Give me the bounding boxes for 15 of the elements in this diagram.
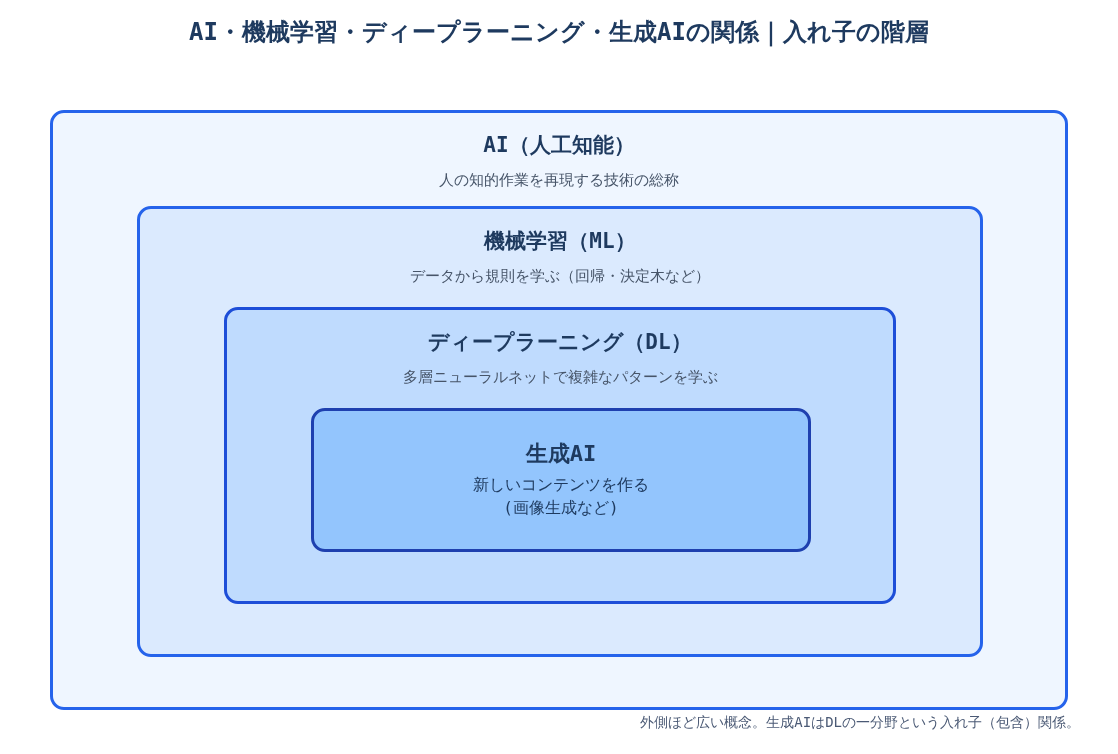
box-description: (画像生成など) — [503, 498, 619, 519]
box-description: 人の知的作業を再現する技術の総称 — [438, 171, 680, 190]
box-description: 新しいコンテンツを作る — [473, 475, 649, 496]
diagram-title: AI・機械学習・ディープラーニング・生成AIの関係｜入れ子の階層 — [188, 17, 930, 48]
box-heading: ディープラーニング（DL） — [427, 329, 693, 356]
nested-box — [224, 307, 896, 604]
box-heading: 機械学習（ML） — [482, 228, 637, 255]
box-heading: 生成AI — [525, 440, 597, 468]
caption: 外側ほど広い概念。生成AIはDLの一分野という入れ子（包含）関係。 — [640, 714, 1080, 732]
nested-box — [137, 206, 983, 657]
nested-box — [311, 408, 811, 552]
box-heading: AI（人工知能） — [482, 132, 636, 159]
box-description: 多層ニューラルネットで複雑なパターンを学ぶ — [401, 368, 719, 387]
nested-box — [50, 110, 1068, 710]
box-description: データから規則を学ぶ（回帰・決定木など） — [409, 267, 711, 286]
